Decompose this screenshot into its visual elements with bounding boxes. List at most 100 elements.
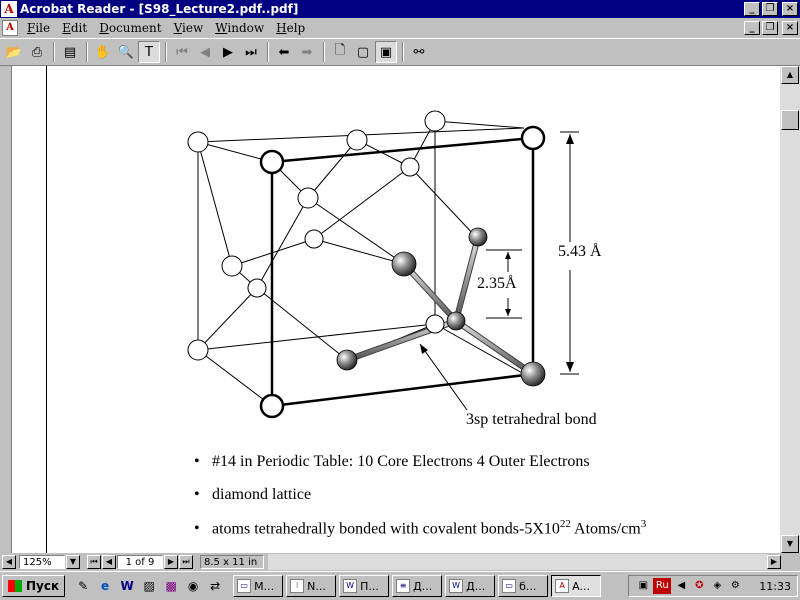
bond-length-label: 2.35Å: [477, 275, 517, 292]
internet-explorer-icon[interactable]: e: [101, 579, 110, 593]
menu-window[interactable]: Window: [215, 21, 265, 35]
previous-page-icon[interactable]: ◀: [200, 44, 210, 60]
doc-minimize-button[interactable]: _: [744, 21, 760, 35]
speaker-icon[interactable]: ◀: [677, 580, 686, 591]
word-icon[interactable]: W: [120, 579, 134, 593]
zoom-dropdown-icon[interactable]: ▼: [66, 555, 80, 569]
bullet-item: •diamond lattice: [194, 486, 312, 503]
menu-document[interactable]: Document: [99, 21, 162, 35]
start-label: Пуск: [26, 579, 60, 593]
find-icon[interactable]: ⚯: [413, 44, 425, 60]
menu-edit[interactable]: Edit: [62, 21, 88, 35]
actual-size-icon[interactable]: 🗋: [334, 43, 346, 58]
status-next-page-icon[interactable]: ▶: [164, 555, 178, 569]
document-menu-icon[interactable]: A: [2, 20, 18, 36]
scroll-left-icon[interactable]: ◀: [2, 555, 16, 569]
print-icon[interactable]: ⎙: [31, 44, 43, 60]
scroll-up-button[interactable]: ▲: [781, 66, 799, 84]
zoom-field[interactable]: 125%: [19, 555, 65, 569]
traffic-light-icon: ⁝: [290, 579, 305, 593]
task-button[interactable]: ▭б...: [498, 575, 549, 597]
open-icon[interactable]: 📂: [5, 44, 23, 60]
task-button[interactable]: ▭M...: [233, 575, 284, 597]
page-size-field: 8.5 x 11 in: [200, 555, 264, 569]
doc-close-button[interactable]: ×: [782, 21, 798, 35]
fit-page-icon[interactable]: ▢: [356, 44, 370, 60]
bullet-item: •atoms tetrahedrally bonded with covalen…: [194, 518, 647, 538]
document-viewport[interactable]: 5.43 Å 2.35Å 3sp tetrahedral bond •#14 i…: [0, 66, 780, 553]
scroll-right-icon[interactable]: ▶: [767, 555, 781, 569]
image-viewer-icon[interactable]: ▨: [143, 579, 155, 593]
media-icon[interactable]: ◉: [187, 579, 199, 593]
next-page-icon[interactable]: ▶: [223, 44, 233, 60]
windows-logo-icon: [8, 580, 22, 592]
acrobat-icon[interactable]: A: [1, 1, 17, 17]
menu-view[interactable]: View: [173, 21, 204, 35]
status-last-page-icon[interactable]: ⏭: [179, 555, 193, 569]
zoom-value: 125%: [23, 556, 52, 568]
menu-file[interactable]: File: [27, 21, 51, 35]
quicklaunch-edit-icon[interactable]: ✎: [78, 579, 89, 593]
unit-text: Atoms/cm: [570, 520, 641, 538]
close-button[interactable]: ×: [782, 2, 798, 16]
menu-bar: A File Edit Document View Window Help _ …: [0, 18, 800, 38]
bookmark-pane-edge[interactable]: [0, 66, 12, 553]
word-icon: W: [449, 579, 464, 593]
task-button[interactable]: ≡Д...: [392, 575, 443, 597]
fit-width-icon[interactable]: ▣: [375, 41, 397, 63]
exponent: 22: [559, 518, 571, 530]
unit-exponent: 3: [640, 518, 647, 530]
scheduler-icon[interactable]: ◈: [713, 580, 722, 591]
first-page-icon[interactable]: ⏮: [176, 44, 188, 60]
system-tray: ▣ Ru ◀ ✪ ◈ ⚙ 11:33: [628, 575, 798, 597]
folder-icon: ▭: [237, 579, 252, 593]
pdf-page[interactable]: 5.43 Å 2.35Å 3sp tetrahedral bond •#14 i…: [12, 66, 780, 553]
text-select-icon[interactable]: T: [138, 41, 160, 63]
bullet-text: atoms tetrahedrally bonded with covalent…: [212, 520, 560, 538]
clock[interactable]: 11:33: [759, 579, 791, 593]
save-icon[interactable]: ▩: [165, 579, 177, 593]
bullet-item: •#14 in Periodic Table: 10 Core Electron…: [194, 453, 590, 470]
vertical-scrollbar[interactable]: ▲ ▼: [780, 66, 800, 553]
go-forward-icon[interactable]: ➡: [301, 44, 313, 60]
minimize-button[interactable]: _: [744, 2, 760, 16]
scroll-thumb[interactable]: [781, 110, 799, 130]
page-size: 8.5 x 11 in: [204, 556, 258, 568]
monitor-icon[interactable]: ▣: [638, 580, 649, 591]
page-field[interactable]: 1 of 9: [117, 555, 163, 569]
antivirus-icon[interactable]: ✪: [695, 580, 704, 591]
window-title: Acrobat Reader - [S98_Lecture2.pdf..pdf]: [20, 2, 299, 16]
last-page-icon[interactable]: ⏭: [245, 44, 257, 60]
page-indicator: 1 of 9: [125, 556, 155, 568]
network-icon[interactable]: ⇄: [210, 579, 221, 593]
status-previous-page-icon[interactable]: ◀: [102, 555, 116, 569]
zoom-tool-icon[interactable]: 🔍: [117, 44, 135, 60]
title-bar[interactable]: A Acrobat Reader - [S98_Lecture2.pdf..pd…: [0, 0, 800, 18]
bookmark-view-icon[interactable]: ▤: [63, 44, 77, 60]
restore-button[interactable]: ❐: [762, 2, 778, 16]
word-icon: W: [343, 579, 358, 593]
start-button[interactable]: Пуск: [2, 575, 66, 597]
toolbar: 📂 ⎙ ▤ ✋ 🔍 T ⏮ ◀ ▶ ⏭ ⬅ ➡ 🗋 ▢ ▣ ⚯: [0, 38, 800, 66]
bond-caption: 3sp tetrahedral bond: [466, 411, 597, 428]
go-back-icon[interactable]: ⬅: [278, 44, 290, 60]
task-button[interactable]: ⁝N...: [286, 575, 337, 597]
status-bar: ◀ 125% ▼ ⏮ ◀ 1 of 9 ▶ ⏭ 8.5 x 11 in ▶: [0, 553, 800, 571]
status-first-page-icon[interactable]: ⏮: [87, 555, 101, 569]
bullet-text: diamond lattice: [212, 486, 312, 503]
horizontal-scroll-track[interactable]: [268, 554, 767, 570]
acrobat-icon: A: [555, 579, 570, 593]
lattice-constant-label: 5.43 Å: [558, 243, 602, 260]
scroll-down-button[interactable]: ▼: [781, 535, 799, 553]
connection-icon[interactable]: ⚙: [730, 580, 740, 591]
doc-restore-button[interactable]: ❐: [762, 21, 778, 35]
language-indicator[interactable]: Ru: [653, 578, 672, 594]
menu-help[interactable]: Help: [276, 21, 306, 35]
folder-icon: ▭: [502, 579, 517, 593]
hand-tool-icon[interactable]: ✋: [94, 44, 112, 60]
page-margin-line: [46, 66, 47, 553]
